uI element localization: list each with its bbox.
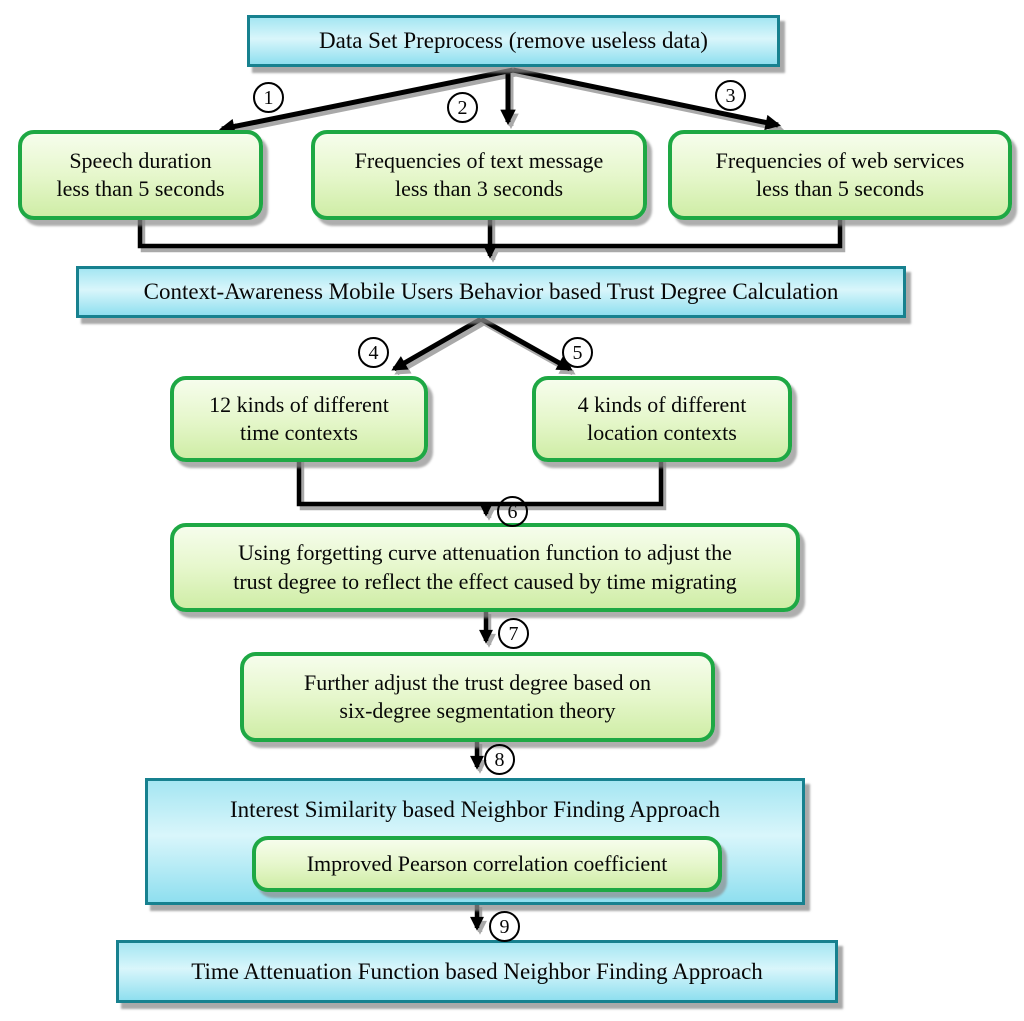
node-speech-duration: Speech duration less than 5 seconds bbox=[18, 130, 263, 220]
arrow-to-web-services bbox=[512, 67, 782, 131]
node-time-attenuation: Time Attenuation Function based Neighbor… bbox=[116, 940, 838, 1003]
merge-connector-2 bbox=[296, 458, 664, 507]
node-label-line2: six-degree segmentation theory bbox=[339, 698, 616, 723]
node-label: Improved Pearson correlation coefficient bbox=[306, 850, 668, 876]
node-label-line2: time contexts bbox=[240, 420, 358, 445]
arrow-lines bbox=[137, 67, 843, 931]
arrow-to-time-contexts bbox=[391, 316, 483, 372]
step-marker-9: 9 bbox=[489, 911, 520, 942]
node-text-message-frequency: Frequencies of text message less than 3 … bbox=[311, 130, 647, 220]
node-label: Context-Awareness Mobile Users Behavior … bbox=[143, 279, 839, 305]
step-marker-2: 2 bbox=[447, 92, 478, 123]
step-marker-3: 3 bbox=[715, 80, 746, 111]
node-label-line1: Frequencies of text message bbox=[354, 147, 604, 173]
node-time-contexts: 12 kinds of different time contexts bbox=[170, 376, 428, 462]
step-marker-4: 4 bbox=[358, 337, 389, 368]
node-label: Time Attenuation Function based Neighbor… bbox=[191, 958, 763, 984]
arrow-to-location-contexts bbox=[479, 316, 573, 372]
step-marker-8: 8 bbox=[484, 744, 515, 775]
node-location-contexts: 4 kinds of different location contexts bbox=[532, 376, 792, 462]
node-label-line1: Frequencies of web services bbox=[715, 147, 965, 173]
step-marker-5: 5 bbox=[562, 337, 593, 368]
node-label-line2: trust degree to reflect the effect cause… bbox=[233, 568, 737, 594]
node-label-line2: less than 5 seconds bbox=[755, 176, 925, 201]
node-label: Interest Similarity based Neighbor Findi… bbox=[230, 797, 720, 822]
step-marker-1: 1 bbox=[253, 82, 284, 113]
node-label: Data Set Preprocess (remove useless data… bbox=[319, 28, 708, 54]
node-trust-degree-calculation: Context-Awareness Mobile Users Behavior … bbox=[76, 266, 906, 318]
node-pearson-coefficient: Improved Pearson correlation coefficient bbox=[252, 836, 722, 892]
step-marker-7: 7 bbox=[498, 618, 529, 649]
node-web-services-frequency: Frequencies of web services less than 5 … bbox=[668, 130, 1012, 220]
node-forgetting-curve: Using forgetting curve attenuation funct… bbox=[170, 523, 800, 612]
arrow-to-speech bbox=[218, 67, 514, 135]
node-label-line1: 12 kinds of different bbox=[209, 391, 389, 417]
node-label-line2: less than 3 seconds bbox=[394, 176, 564, 201]
node-label-line1: Using forgetting curve attenuation funct… bbox=[238, 540, 732, 566]
node-label-line2: less than 5 seconds bbox=[56, 176, 225, 201]
node-label-line1: 4 kinds of different bbox=[577, 391, 747, 417]
node-data-set-preprocess: Data Set Preprocess (remove useless data… bbox=[247, 15, 780, 67]
node-label-line1: Speech duration bbox=[69, 147, 212, 173]
node-label-line2: location contexts bbox=[587, 420, 737, 445]
node-six-degree-segmentation: Further adjust the trust degree based on… bbox=[240, 652, 715, 742]
step-marker-6: 6 bbox=[497, 496, 528, 527]
node-label-line1: Further adjust the trust degree based on bbox=[303, 669, 651, 695]
